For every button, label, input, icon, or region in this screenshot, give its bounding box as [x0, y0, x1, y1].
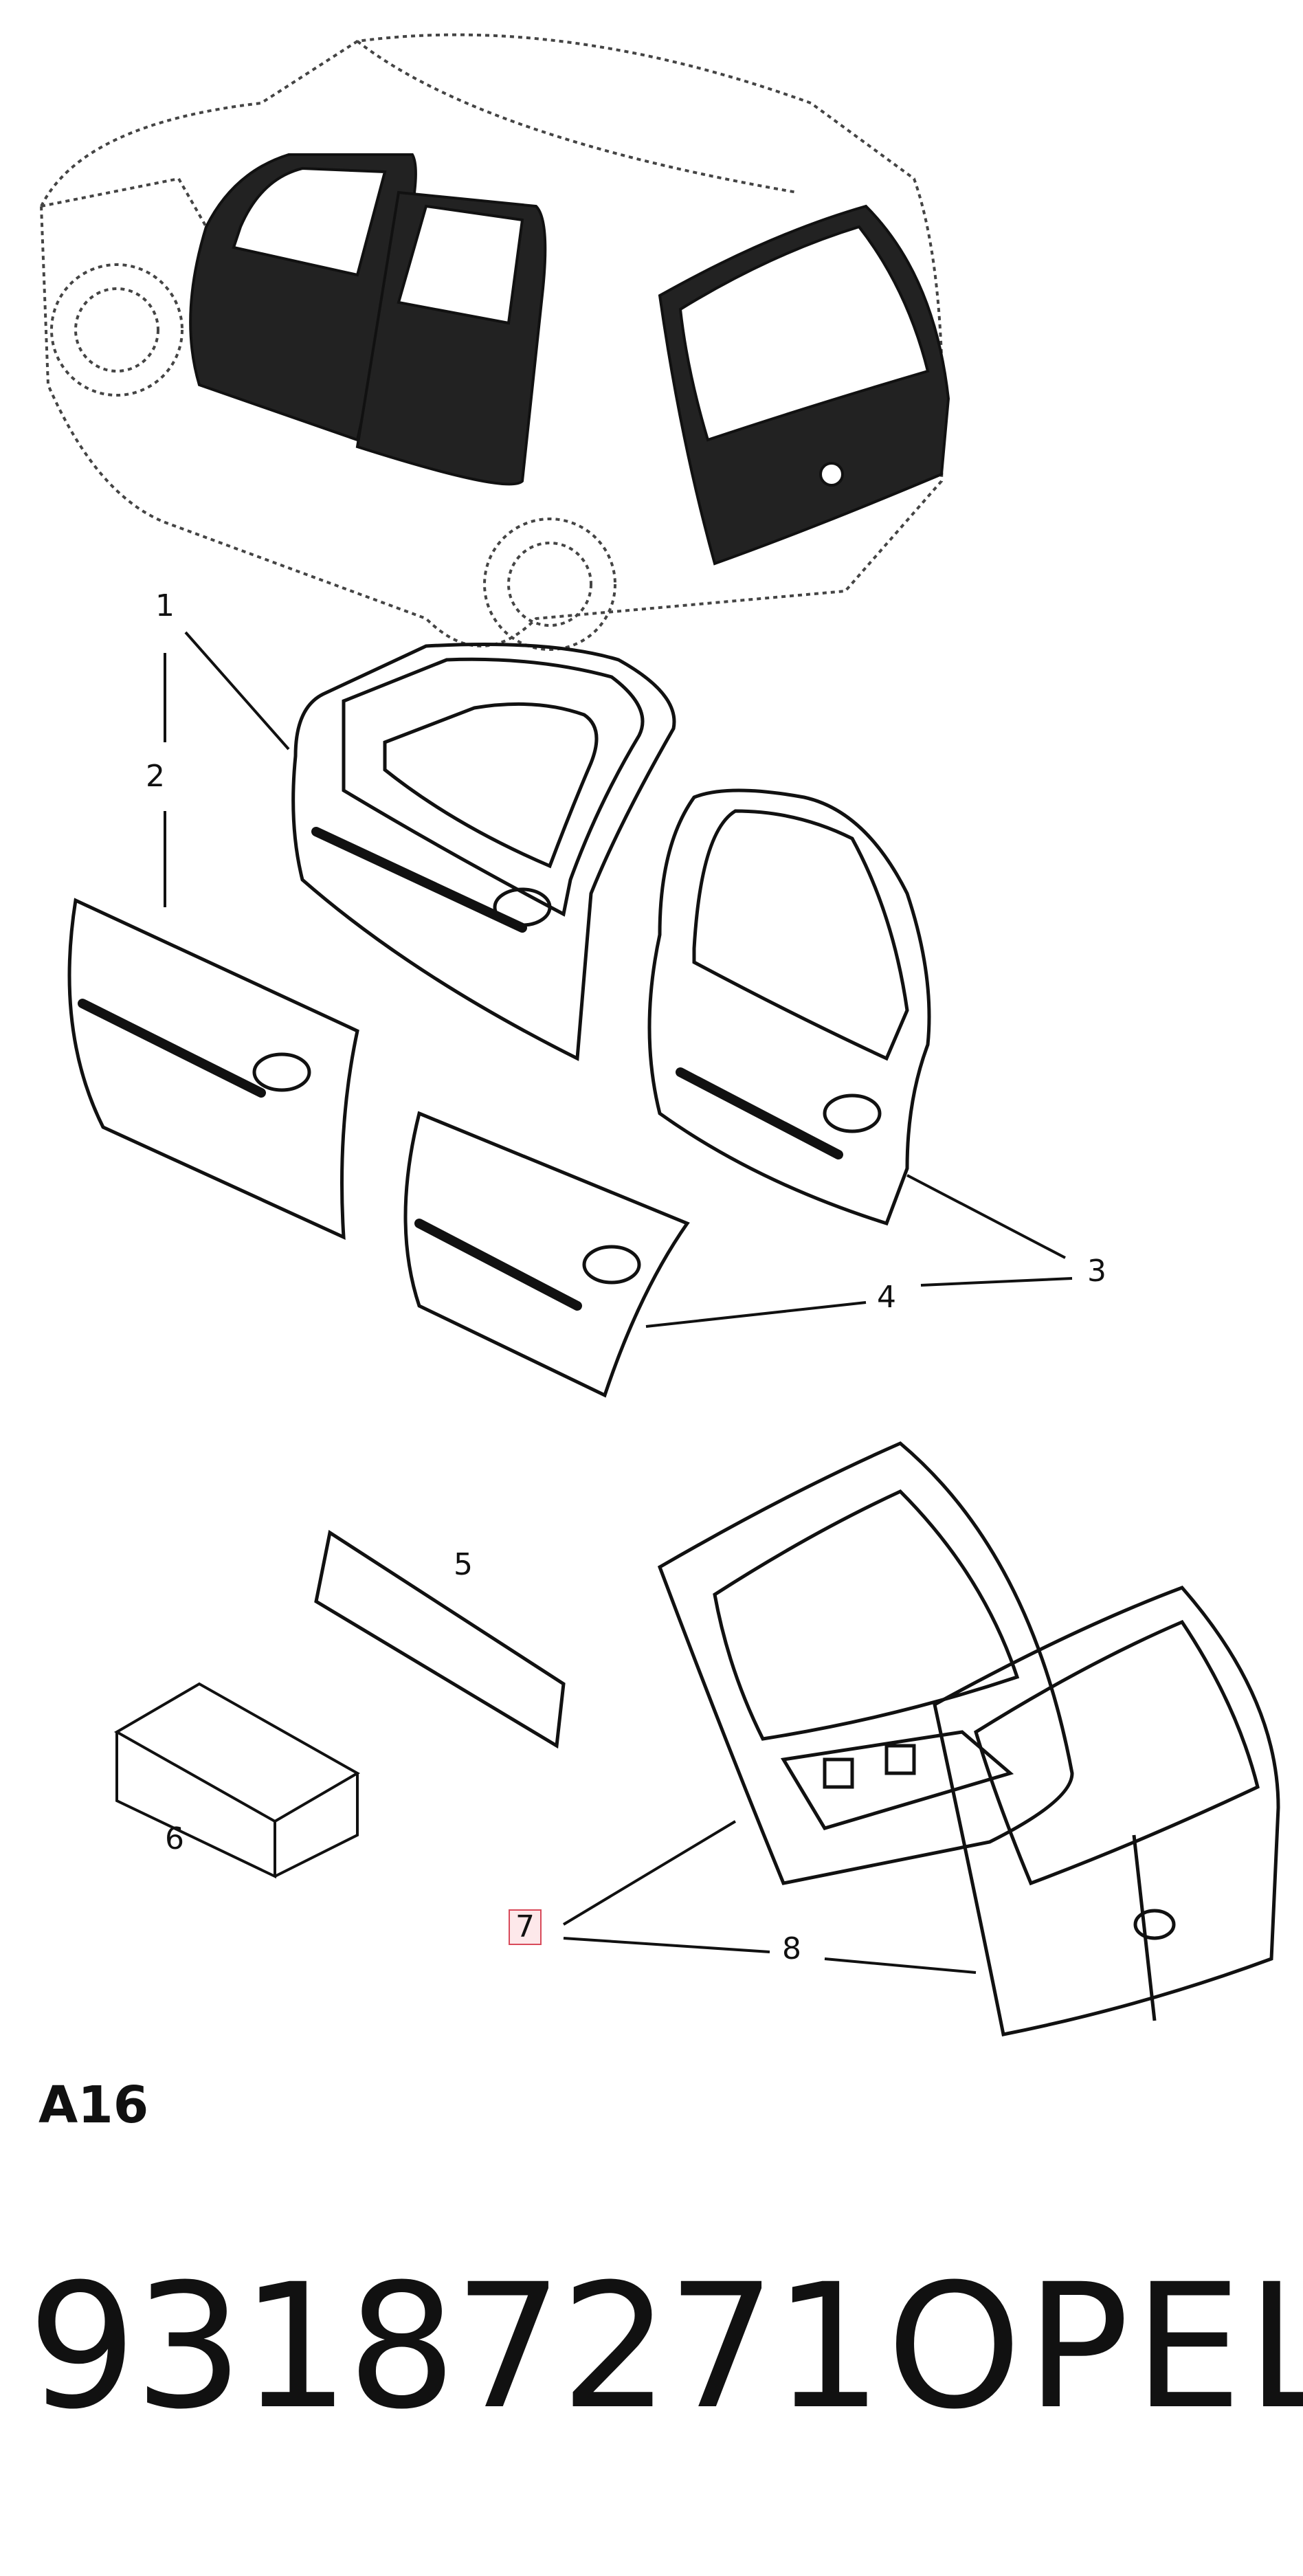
tailgate-outer — [933, 1586, 1280, 2036]
leader-lines — [164, 631, 1073, 1974]
callout-7-highlighted[interactable]: 7 — [509, 1909, 542, 1945]
trim-panel-strip — [314, 1529, 566, 1749]
parts-kit-box — [113, 1682, 361, 1879]
section-code: A16 — [38, 2076, 149, 2135]
callout-3: 3 — [1087, 1254, 1106, 1289]
callout-8: 8 — [782, 1931, 801, 1966]
callout-5: 5 — [454, 1547, 473, 1582]
brand-name: OPEL — [887, 2247, 1303, 2447]
callout-1: 1 — [155, 588, 175, 623]
callout-2: 2 — [146, 759, 165, 794]
front-door-right — [291, 643, 676, 1061]
car-tailgate-highlight — [658, 204, 950, 566]
callout-4: 4 — [877, 1280, 896, 1315]
car-overview — [39, 33, 944, 651]
part-number: 93187271 — [27, 2247, 882, 2447]
tailgate-inner-frame — [657, 1441, 1074, 1885]
car-door-windows — [232, 166, 524, 325]
rear-door-outer-panel — [403, 1111, 690, 1398]
callout-6: 6 — [165, 1821, 184, 1856]
rear-door-right — [647, 788, 931, 1226]
front-door-outer-panel — [67, 898, 359, 1241]
